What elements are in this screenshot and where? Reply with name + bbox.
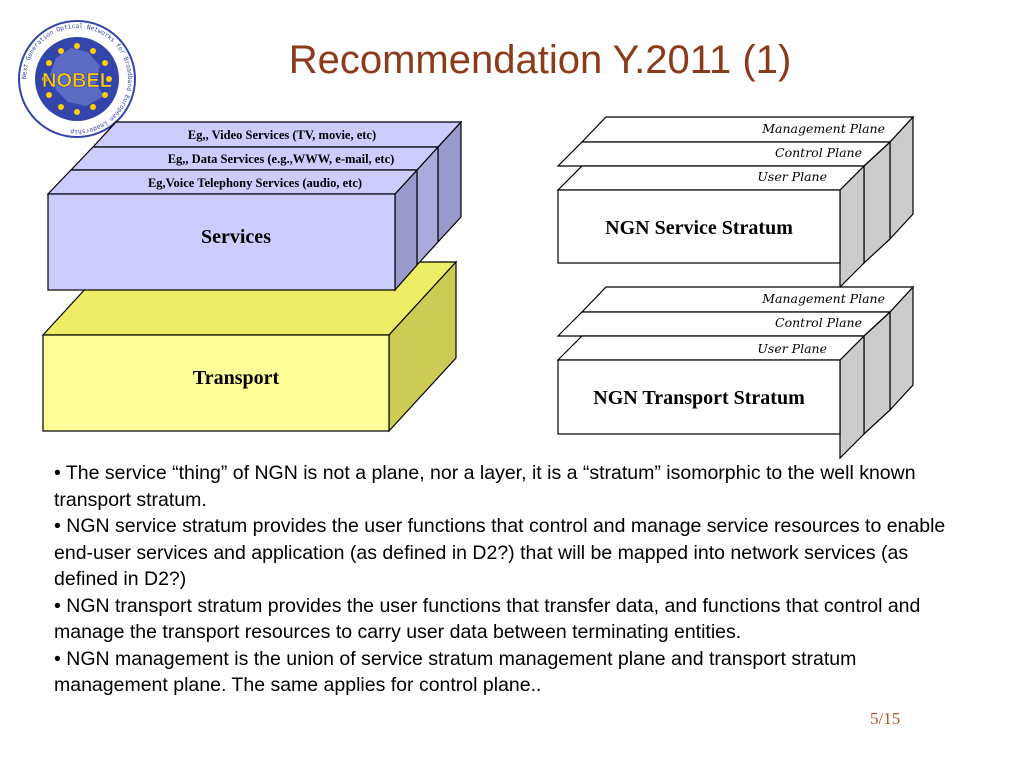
services-front xyxy=(47,193,396,291)
transport-stratum-block xyxy=(556,285,915,460)
bullet-item: • NGN service stratum provides the user … xyxy=(54,515,946,590)
service-stratum-block xyxy=(556,115,915,289)
services-label: Services xyxy=(201,226,271,248)
bullet-item: • NGN transport stratum provides the use… xyxy=(54,594,921,644)
service-stratum-label: NGN Service Stratum xyxy=(605,217,793,239)
data-services-label: Eg,, Data Services (e.g.,WWW, e-mail, et… xyxy=(168,152,395,166)
bullet-item: • The service “thing” of NGN is not a pl… xyxy=(54,462,916,511)
nobel-logo-icon: NOBEL Next Generation Optical Networks f… xyxy=(18,20,136,138)
transport-user-plane-label: User Plane xyxy=(757,341,827,356)
logo-text: NOBEL xyxy=(42,70,112,92)
bullet-list: • The service “thing” of NGN is not a pl… xyxy=(54,460,974,699)
page-title: Recommendation Y.2011 (1) xyxy=(288,38,792,82)
transport-stratum-label: NGN Transport Stratum xyxy=(593,387,805,409)
services-block xyxy=(46,120,463,292)
bullet-item: • NGN management is the union of service… xyxy=(54,647,857,697)
transport-front xyxy=(42,334,390,432)
service-user-plane-label: User Plane xyxy=(757,169,827,184)
nobel-logo: NOBEL Next Generation Optical Networks f… xyxy=(16,18,138,140)
ngn-diagrams: Transport Eg,, Video Services (TV, movie… xyxy=(41,115,915,460)
service-control-plane-label: Control Plane xyxy=(775,145,862,160)
transport-management-plane-label: Management Plane xyxy=(761,291,885,306)
transport-control-plane-label: Control Plane xyxy=(775,315,862,330)
transport-label: Transport xyxy=(193,367,280,389)
service-management-plane-label: Management Plane xyxy=(761,121,885,136)
page-number: 5/15 xyxy=(870,709,901,728)
voice-services-label: Eg,Voice Telephony Services (audio, etc) xyxy=(148,176,362,190)
video-services-label: Eg,, Video Services (TV, movie, etc) xyxy=(188,128,376,142)
